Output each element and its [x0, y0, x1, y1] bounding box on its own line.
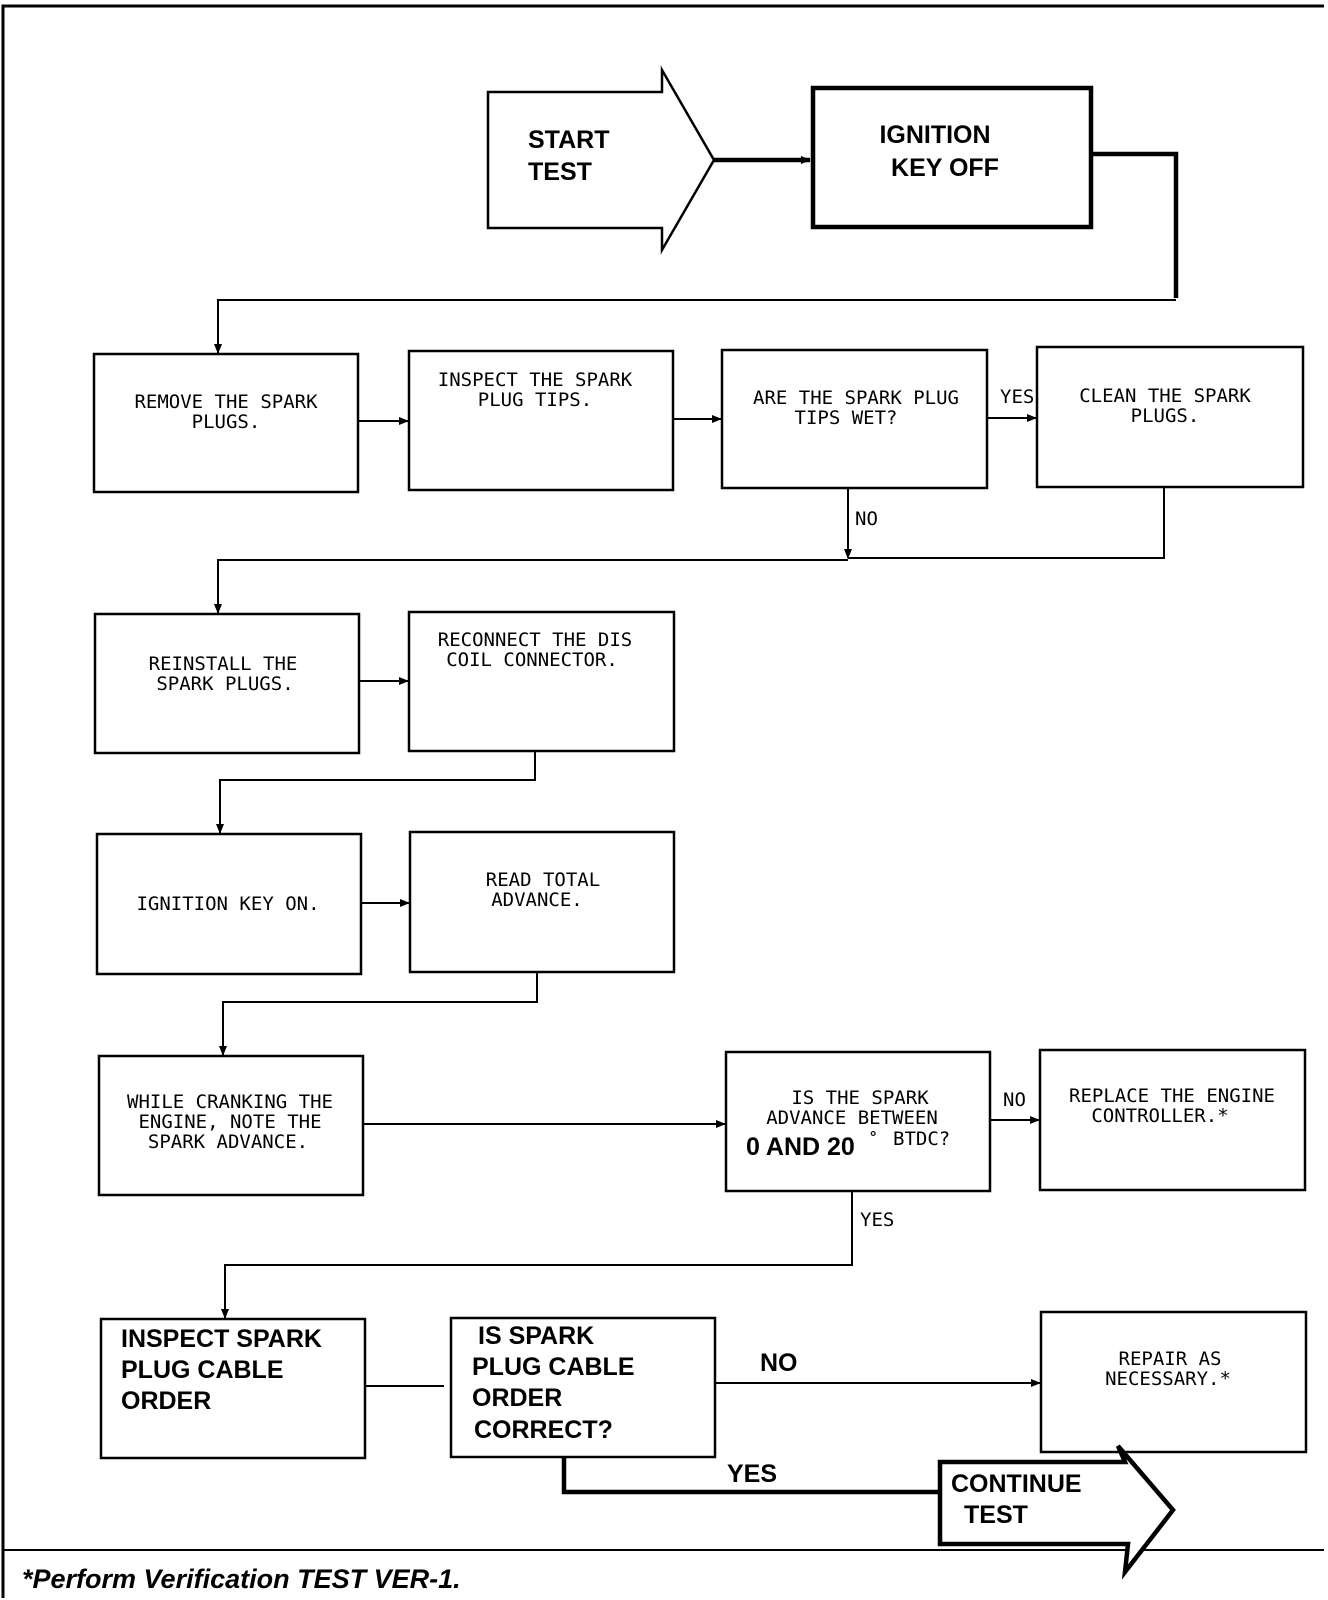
- read-advance-label-2: ADVANCE.: [491, 889, 583, 911]
- label-yes-advance: YES: [860, 1209, 894, 1231]
- cranking-label-1: WHILE CRANKING THE: [127, 1091, 333, 1113]
- order-q-label-2: PLUG CABLE: [472, 1353, 635, 1381]
- clean-plugs-box: [1035, 345, 1305, 489]
- page-frame: [1, 4, 1324, 1598]
- tips-wet-decision-box: [720, 348, 989, 490]
- label-no-advance: NO: [1003, 1089, 1026, 1111]
- connector-keyoff-to-remove-2: [214, 299, 1176, 354]
- spark-advance-decision-box: [724, 1050, 992, 1193]
- label-no-tips-wet: NO: [855, 508, 878, 530]
- connector-reconnect-to-keyon: [216, 751, 536, 834]
- reinstall-label-2: SPARK PLUGS.: [156, 673, 293, 695]
- inspect-tips-box: [407, 349, 675, 492]
- clean-plugs-label-1: CLEAN THE SPARK: [1079, 385, 1251, 407]
- inspect-cable-order-box: [99, 1317, 367, 1460]
- label-yes-tips-wet: YES: [1000, 386, 1034, 408]
- replace-label-1: REPLACE THE ENGINE: [1069, 1085, 1275, 1107]
- connector-advance-yes-to-inspect: [221, 1191, 853, 1319]
- cranking-label-2: ENGINE, NOTE THE: [138, 1111, 321, 1133]
- order-q-label-3: ORDER: [472, 1384, 562, 1412]
- replace-label-2: CONTROLLER.*: [1091, 1105, 1228, 1127]
- continue-test-label-2: TEST: [964, 1501, 1028, 1529]
- connector-keyoff-to-remove: [1091, 151, 1179, 298]
- label-no-cable-order: NO: [760, 1349, 798, 1377]
- ignition-key-on-box: [95, 832, 363, 976]
- advance-q-label-2: ADVANCE BETWEEN: [766, 1107, 938, 1129]
- inspect-order-label-1: INSPECT SPARK: [121, 1325, 322, 1353]
- ignition-key-off-box: [810, 85, 1094, 230]
- connector-merge-to-reinstall: [214, 559, 848, 614]
- replace-controller-box: [1038, 1048, 1307, 1192]
- continue-test-label-1: CONTINUE: [951, 1470, 1082, 1498]
- advance-q-btdc: BTDC?: [893, 1128, 950, 1150]
- start-test-label-2: TEST: [528, 158, 592, 186]
- repair-label-2: NECESSARY.*: [1105, 1368, 1231, 1390]
- ignition-key-on-label: IGNITION KEY ON.: [136, 893, 319, 915]
- connector-clean-to-merge: [848, 487, 1165, 559]
- remove-plugs-box: [92, 352, 360, 494]
- start-test-label-1: START: [528, 126, 609, 154]
- read-advance-label-1: READ TOTAL: [486, 869, 600, 891]
- cranking-label-3: SPARK ADVANCE.: [148, 1131, 308, 1153]
- tips-wet-label-2: TIPS WET?: [795, 407, 898, 429]
- remove-plugs-label-2: PLUGS.: [192, 411, 261, 433]
- repair-label-1: REPAIR AS: [1119, 1348, 1222, 1370]
- order-q-label-1: IS SPARK: [478, 1322, 594, 1350]
- connector-order-yes-to-continue: [561, 1457, 938, 1495]
- advance-q-degree: °: [870, 1129, 876, 1146]
- reconnect-label-1: RECONNECT THE DIS: [438, 629, 632, 651]
- ignition-key-off-label-1: IGNITION: [879, 121, 990, 149]
- cable-order-decision-box: [449, 1316, 717, 1459]
- inspect-tips-label-1: INSPECT THE SPARK: [438, 369, 633, 391]
- ignition-key-off-label-2: KEY OFF: [891, 154, 999, 182]
- tips-wet-label-1: ARE THE SPARK PLUG: [753, 387, 959, 409]
- continue-test-arrow[interactable]: [937, 1444, 1176, 1580]
- inspect-order-label-2: PLUG CABLE: [121, 1356, 284, 1384]
- reinstall-label-1: REINSTALL THE: [149, 653, 298, 675]
- order-q-label-4: CORRECT?: [474, 1416, 613, 1444]
- start-test-arrow: [486, 65, 716, 255]
- advance-q-range: 0 AND 20: [746, 1133, 855, 1161]
- advance-q-label-1: IS THE SPARK: [791, 1087, 929, 1109]
- reinstall-plugs-box: [93, 612, 361, 755]
- reconnect-label-2: COIL CONNECTOR.: [446, 649, 618, 671]
- inspect-order-label-3: ORDER: [121, 1387, 211, 1415]
- read-advance-box: [408, 830, 676, 974]
- remove-plugs-label-1: REMOVE THE SPARK: [134, 391, 318, 413]
- repair-box: [1039, 1310, 1308, 1454]
- label-yes-cable-order: YES: [727, 1460, 777, 1488]
- connector-read-to-cranking: [219, 972, 538, 1056]
- clean-plugs-label-2: PLUGS.: [1131, 405, 1200, 427]
- inspect-tips-label-2: PLUG TIPS.: [478, 389, 592, 411]
- reconnect-dis-box: [407, 610, 676, 753]
- footnote: *Perform Verification TEST VER-1.: [22, 1564, 461, 1594]
- cranking-box: [97, 1054, 365, 1197]
